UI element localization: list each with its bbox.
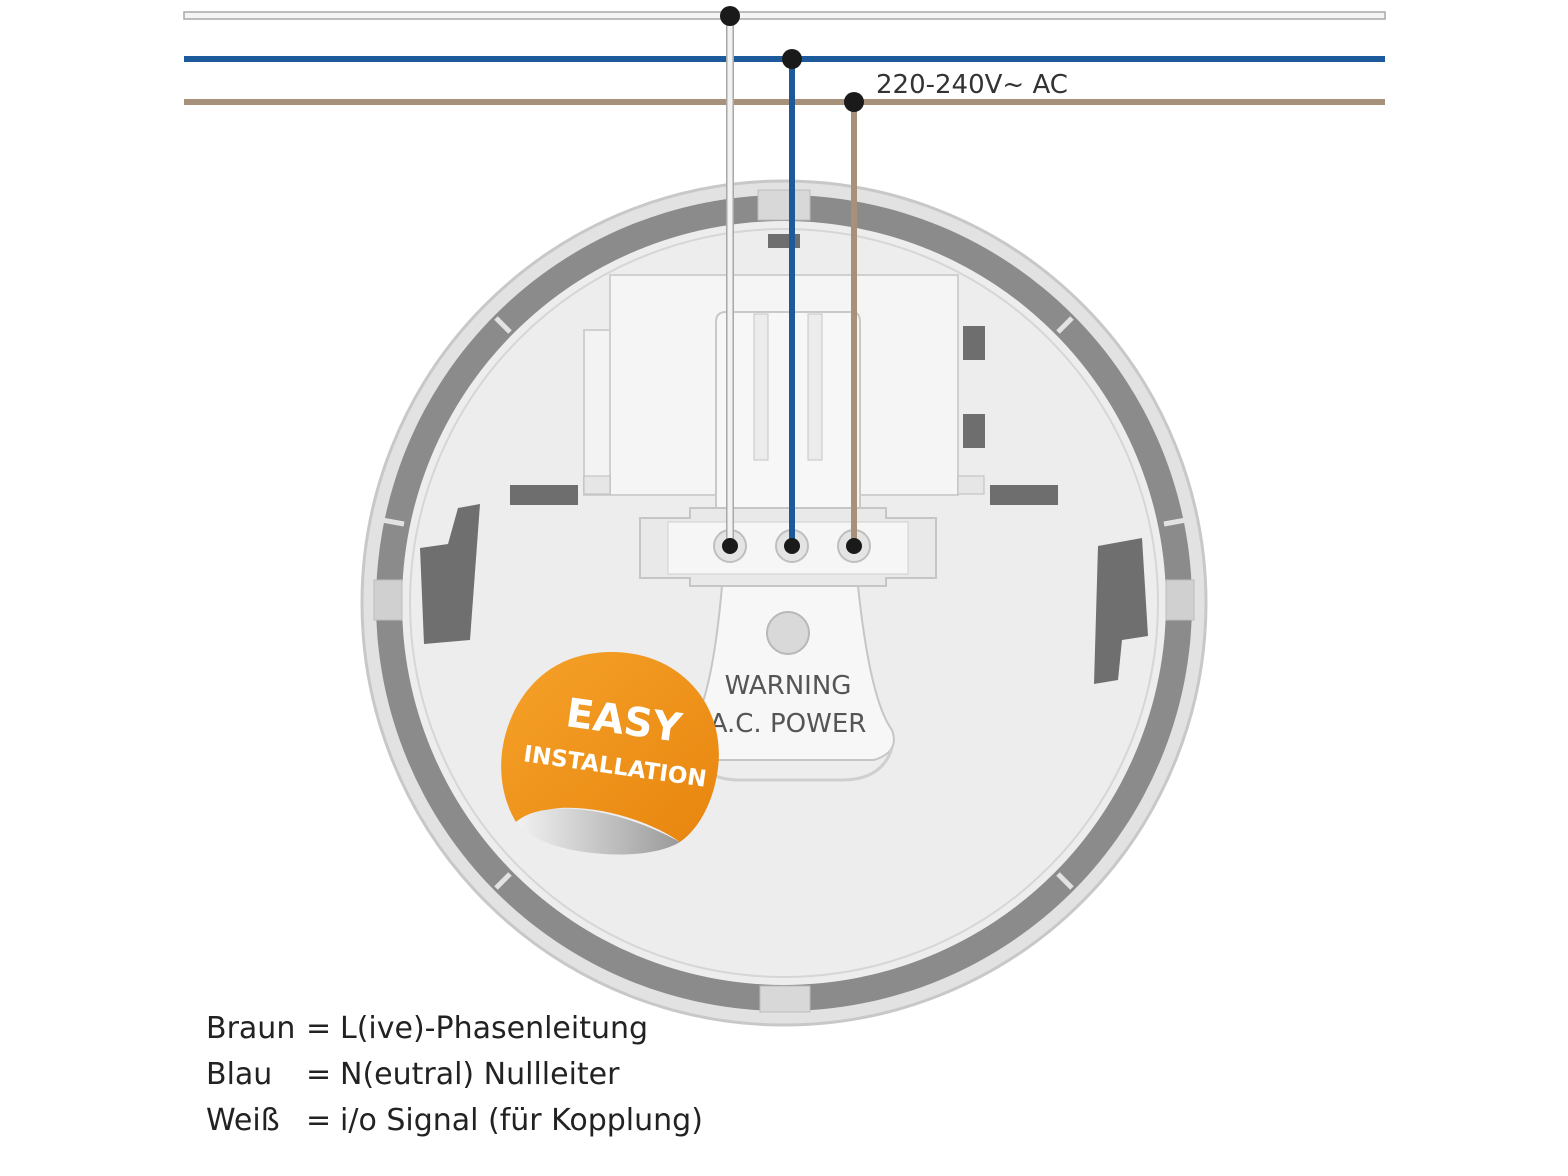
legend-row-blue: Blau = N(eutral) Nullleiter <box>206 1052 906 1098</box>
legend-equals: = <box>306 1103 332 1138</box>
warning-tab <box>686 585 895 761</box>
clip-right-lower <box>963 414 985 448</box>
cover-rib <box>753 313 769 461</box>
ring-notch-right <box>1165 579 1195 621</box>
brown-terminal-dot <box>846 538 862 554</box>
side-bracket-left <box>420 504 480 644</box>
sticker-curl <box>516 808 680 855</box>
detector-base: WARNING A.C. POWER <box>360 179 1208 1027</box>
ring-tick <box>1056 872 1074 890</box>
ring-tick <box>1163 517 1187 527</box>
side-bracket-right <box>1094 538 1148 684</box>
clip-top <box>768 234 800 248</box>
legend-color-name: Braun <box>206 1011 296 1046</box>
ring-tick <box>1056 316 1074 334</box>
white-supply-line <box>183 11 1386 20</box>
clip-right <box>990 485 1058 505</box>
legend-meaning: L(ive)-Phasenleitung <box>340 1011 649 1046</box>
blue-junction-dot <box>782 49 802 69</box>
ring-tick <box>381 517 405 527</box>
wire-color-legend: Braun = L(ive)-Phasenleitung Blau = N(eu… <box>206 1006 906 1144</box>
terminal-cover <box>715 311 861 517</box>
blue-terminal-dot <box>784 538 800 554</box>
legend-equals: = <box>306 1057 332 1092</box>
ring-notch-left <box>373 579 403 621</box>
latch-right-small <box>957 475 985 495</box>
brown-junction-dot <box>844 92 864 112</box>
legend-meaning: i/o Signal (für Kopplung) <box>340 1103 703 1138</box>
legend-row-brown: Braun = L(ive)-Phasenleitung <box>206 1006 906 1052</box>
legend-color-name: Blau <box>206 1057 273 1092</box>
legend-equals: = <box>306 1011 332 1046</box>
cover-rib <box>807 313 823 461</box>
sticker-body <box>501 652 719 842</box>
ring-notch-bottom <box>759 985 811 1013</box>
wires <box>720 6 864 554</box>
ring-notch-top <box>757 189 811 221</box>
warning-text-line2: A.C. POWER <box>710 709 867 739</box>
clip-left <box>510 485 578 505</box>
latch-left-small <box>583 475 611 495</box>
clip-right-upper <box>963 326 985 360</box>
warning-tab-hole <box>766 611 810 655</box>
legend-row-white: Weiß = i/o Signal (für Kopplung) <box>206 1098 906 1144</box>
legend-meaning: N(eutral) Nullleiter <box>340 1057 620 1092</box>
inner-platform-left-step <box>583 329 611 496</box>
base-inner-edge <box>409 228 1159 978</box>
warning-text-line1: WARNING <box>725 671 852 701</box>
white-junction-dot <box>720 6 740 26</box>
easy-installation-sticker-icon: EASY INSTALLATION <box>501 652 719 855</box>
brown-supply-line <box>184 99 1385 105</box>
legend-color-name: Weiß <box>206 1103 280 1138</box>
ring-tick <box>494 316 512 334</box>
ring-tick <box>494 872 512 890</box>
white-terminal-dot <box>722 538 738 554</box>
voltage-label: 220-240V~ AC <box>876 70 1068 100</box>
